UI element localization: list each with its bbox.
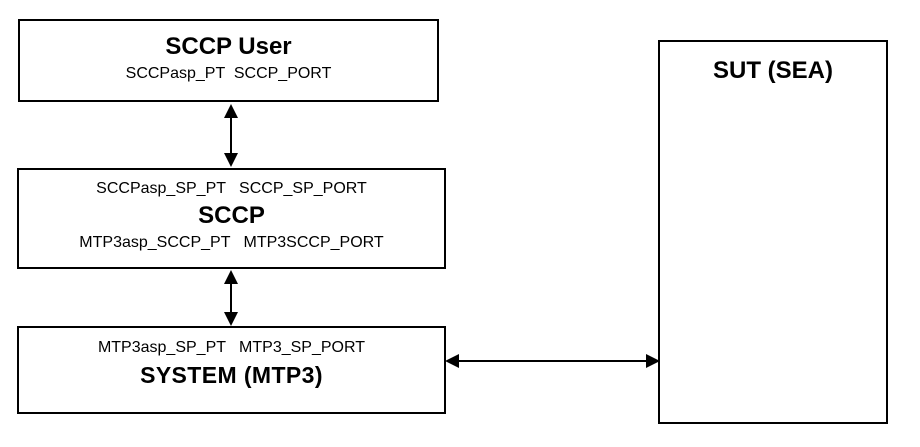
- sut-title: SUT (SEA): [713, 57, 833, 84]
- sccp-user-ports: SCCPasp_PT SCCP_PORT: [125, 65, 332, 82]
- arrowhead-up-icon: [224, 104, 238, 118]
- arrowhead-down-icon: [224, 153, 238, 167]
- sccp-user-box: SCCP User SCCPasp_PT SCCP_PORT: [18, 19, 439, 102]
- sut-sea-box: SUT (SEA): [658, 40, 888, 424]
- arrowhead-up-icon: [224, 270, 238, 284]
- sccp-title: SCCP: [198, 202, 265, 229]
- arrowhead-right-icon: [646, 354, 660, 368]
- arrowhead-left-icon: [445, 354, 459, 368]
- sccp-user-title: SCCP User: [165, 33, 292, 60]
- sccp-box: SCCPasp_SP_PT SCCP_SP_PORT SCCP MTP3asp_…: [17, 168, 446, 269]
- sccp-top-ports: SCCPasp_SP_PT SCCP_SP_PORT: [96, 180, 367, 197]
- system-mtp3-box: MTP3asp_SP_PT MTP3_SP_PORT SYSTEM (MTP3): [17, 326, 446, 414]
- system-ports: MTP3asp_SP_PT MTP3_SP_PORT: [97, 339, 366, 356]
- sccp-bottom-ports: MTP3asp_SCCP_PT MTP3SCCP_PORT: [79, 234, 384, 251]
- system-title: SYSTEM (MTP3): [140, 362, 323, 388]
- arrowhead-down-icon: [224, 312, 238, 326]
